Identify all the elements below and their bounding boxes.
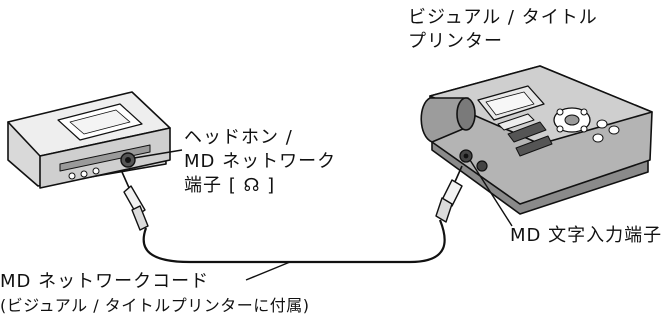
headphone-jack-label-line3: 端子 [ ☊ ]	[184, 175, 276, 196]
network-cord	[142, 219, 446, 264]
printer-label: ビジュアル / タイトル プリンター	[408, 6, 598, 54]
headphone-jack-label-line1: ヘッドホン /	[184, 127, 293, 148]
cord-label: MD ネットワークコード (ビジュアル / タイトルプリンターに付属)	[0, 270, 309, 318]
printer-label-line2: プリンター	[408, 31, 503, 52]
leader-line-text-input-jack	[469, 159, 513, 227]
headphone-jack-label: ヘッドホン / MD ネットワーク 端子 [ ☊ ]	[184, 126, 336, 198]
headphone-jack-label-line2: MD ネットワーク	[184, 151, 337, 172]
leader-line-headphone-jack	[133, 149, 183, 159]
cord-label-line2: (ビジュアル / タイトルプリンターに付属)	[0, 296, 310, 315]
text-input-jack-label-text: MD 文字入力端子	[510, 225, 663, 246]
md-player	[7, 91, 171, 189]
title-printer	[420, 65, 653, 215]
right-plug	[435, 165, 463, 223]
printer-label-line1: ビジュアル / タイトル	[408, 7, 598, 28]
text-input-jack-label: MD 文字入力端子	[510, 224, 662, 248]
leader-line-cord	[245, 261, 291, 281]
cord-label-line1: MD ネットワークコード	[0, 271, 210, 292]
left-plug	[121, 171, 149, 231]
